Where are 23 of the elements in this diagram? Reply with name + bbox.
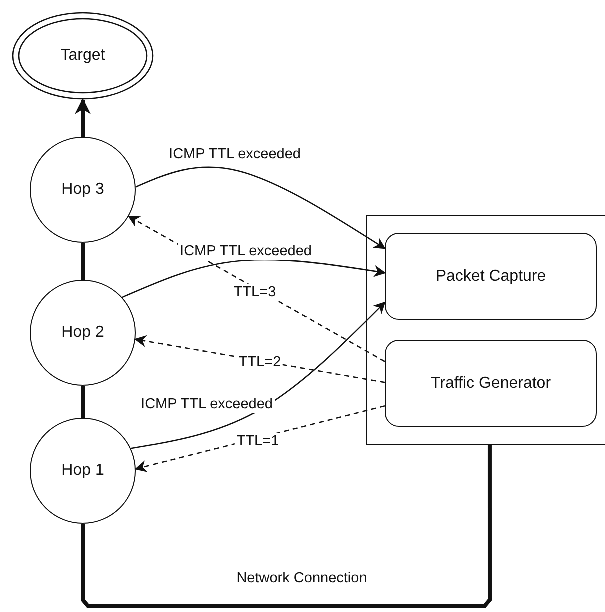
- process-box: [385, 233, 597, 320]
- node-label: Hop 3: [62, 181, 104, 199]
- target-ellipse: [12, 12, 154, 100]
- node-label: Hop 2: [62, 324, 104, 342]
- container-box: [366, 215, 605, 445]
- edge-label: ICMP TTL exceeded: [178, 244, 314, 260]
- process-box: [385, 340, 597, 427]
- node-label: Packet Capture: [436, 268, 546, 286]
- hop-circle: [30, 280, 136, 386]
- arrow: [136, 166, 386, 250]
- connector-line: [81, 445, 492, 608]
- node-label: Target: [60, 47, 106, 65]
- arrow: [130, 302, 386, 450]
- edge-label: TTL=3: [232, 284, 278, 302]
- arrow: [75, 98, 91, 137]
- arrow: [122, 259, 386, 298]
- hop-circle: [30, 137, 136, 243]
- connector-line: [81, 386, 85, 418]
- connector-line: [81, 243, 85, 280]
- node-label: Hop 1: [62, 462, 104, 480]
- node-label: Traffic Generator: [430, 374, 552, 392]
- edge-label: ICMP TTL exceeded: [139, 396, 275, 414]
- hop-circle: [30, 418, 136, 524]
